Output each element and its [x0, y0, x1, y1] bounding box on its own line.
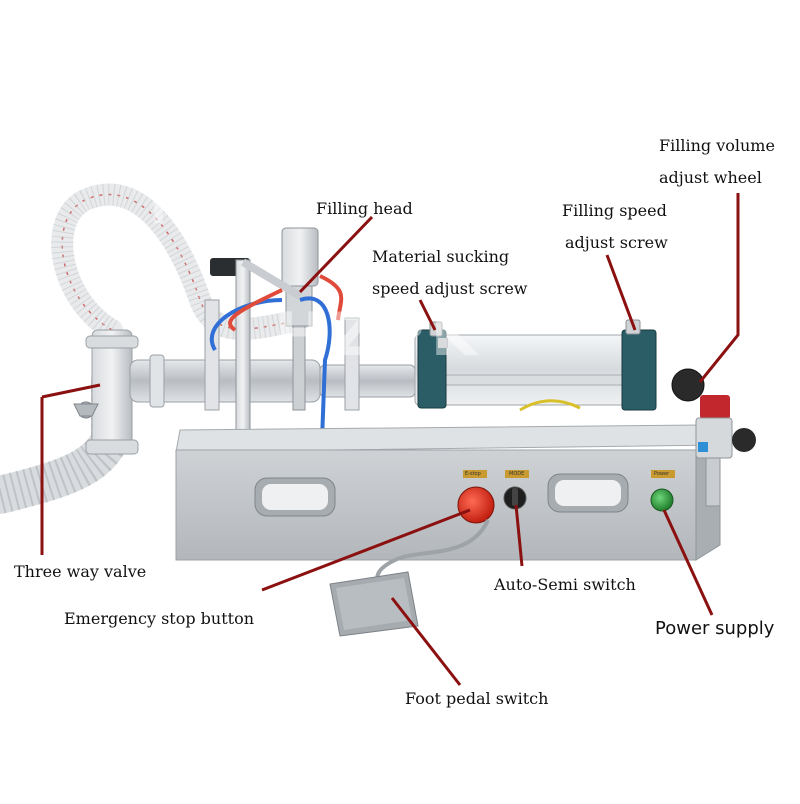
label-power-supply: Power supply [655, 618, 775, 639]
label-filling-speed-line2: adjust screw [565, 233, 668, 252]
air-regulator [671, 368, 756, 507]
label-emergency-stop: Emergency stop button [64, 609, 255, 628]
label-material-sucking-line1: Material sucking [372, 247, 510, 266]
leader-lines [40, 193, 740, 686]
foot-pedal [329, 519, 490, 637]
machine-base [175, 424, 722, 561]
label-auto-semi-switch: Auto-Semi switch [494, 575, 636, 594]
control-buttons [457, 486, 674, 524]
air-tubes [209, 274, 344, 444]
power-button-icon [650, 488, 674, 512]
label-filling-volume-line2: adjust wheel [659, 168, 762, 187]
label-three-way-valve: Three way valve [14, 562, 147, 581]
label-filling-volume-line1: Filling volume [659, 136, 775, 155]
label-material-sucking-line2: speed adjust screw [372, 279, 528, 298]
watermark: HZPK [150, 180, 316, 234]
emergency-stop-icon [457, 486, 495, 524]
label-filling-head: Filling head [316, 199, 413, 218]
mode-tag: MODE [509, 471, 525, 477]
watermark: HZPK [500, 180, 666, 234]
label-foot-pedal-switch: Foot pedal switch [405, 689, 549, 708]
power-tag: Power [654, 471, 670, 477]
estop-tag: E-stop [465, 471, 481, 477]
piston-cylinder [319, 319, 657, 412]
watermark: HZPK [275, 300, 484, 370]
label-filling-speed-line1: Filling speed [562, 201, 667, 220]
